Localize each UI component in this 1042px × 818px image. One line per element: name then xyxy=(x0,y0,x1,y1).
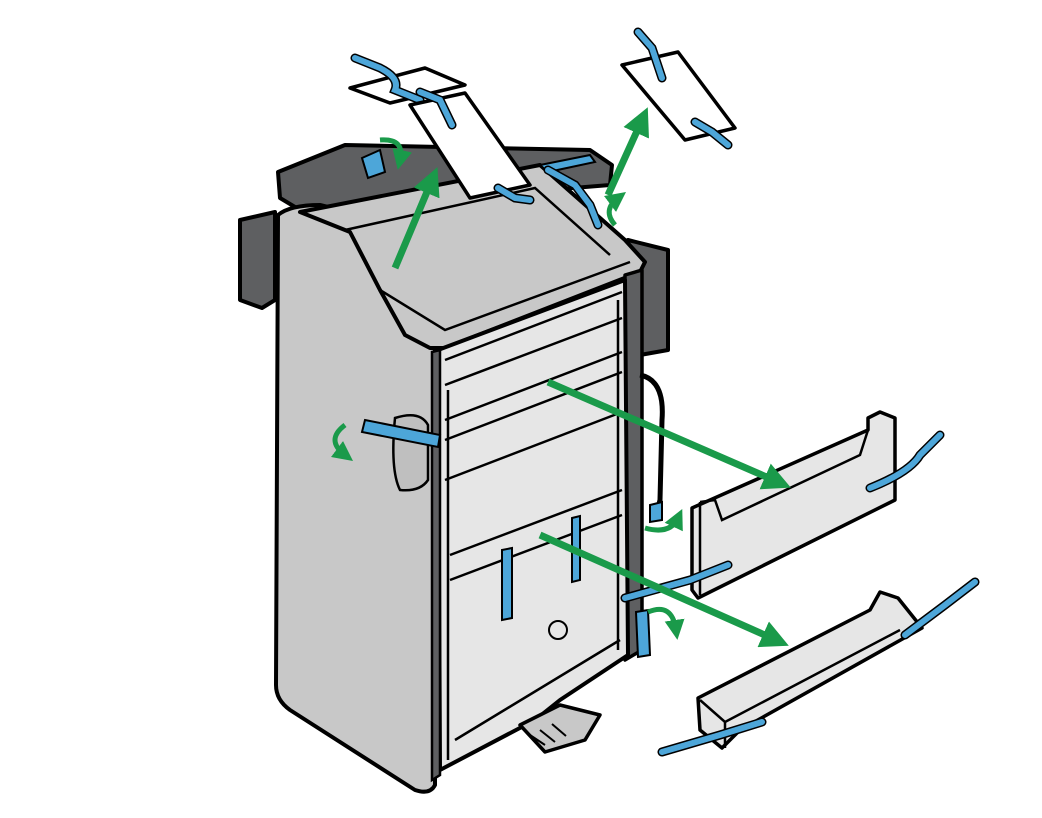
removal-arrows xyxy=(391,107,791,648)
removal-arrow-upper-block xyxy=(546,378,791,490)
front-panel-lines xyxy=(444,290,623,760)
rotate-arrow-right-lower xyxy=(647,606,685,640)
top-output-tray xyxy=(276,143,614,212)
stand-ribs xyxy=(529,723,567,746)
front-panel-hole xyxy=(548,620,568,640)
tape-strip-front-left xyxy=(501,546,513,622)
packing-sheet-center xyxy=(408,87,535,205)
tape-strip-top-cover xyxy=(543,165,603,230)
tape-strip-block-upper xyxy=(620,430,945,603)
side-cable xyxy=(639,372,665,521)
tape-strip-top-left xyxy=(360,148,387,180)
bottom-stand xyxy=(518,703,602,754)
top-cover-ridge xyxy=(344,186,611,256)
rear-left-panel xyxy=(238,210,277,310)
rotate-arrows xyxy=(330,137,685,640)
packing-sheet-right xyxy=(620,27,737,150)
removal-arrow-top-right xyxy=(604,107,649,197)
front-left-edge xyxy=(430,348,442,783)
rotate-arrow-side xyxy=(330,423,353,462)
tape-strip-right-upper xyxy=(649,500,663,524)
removal-arrow-top-left xyxy=(391,167,440,270)
packing-block-lower xyxy=(696,590,924,750)
rotate-arrow-right-upper xyxy=(644,508,683,533)
rotate-arrow-cover xyxy=(603,191,626,227)
top-cover-edge xyxy=(379,260,631,332)
left-side-panel xyxy=(274,203,437,794)
rotate-arrow-top xyxy=(379,137,412,170)
tape-strip-side xyxy=(360,418,442,449)
tape-strip-right-lower xyxy=(634,608,652,659)
front-face xyxy=(436,278,630,772)
removal-arrow-lower-block xyxy=(538,531,789,648)
tape-strip-block-lower xyxy=(657,577,980,757)
finisher-unit xyxy=(238,143,670,794)
packing-sheet-left xyxy=(348,53,467,105)
